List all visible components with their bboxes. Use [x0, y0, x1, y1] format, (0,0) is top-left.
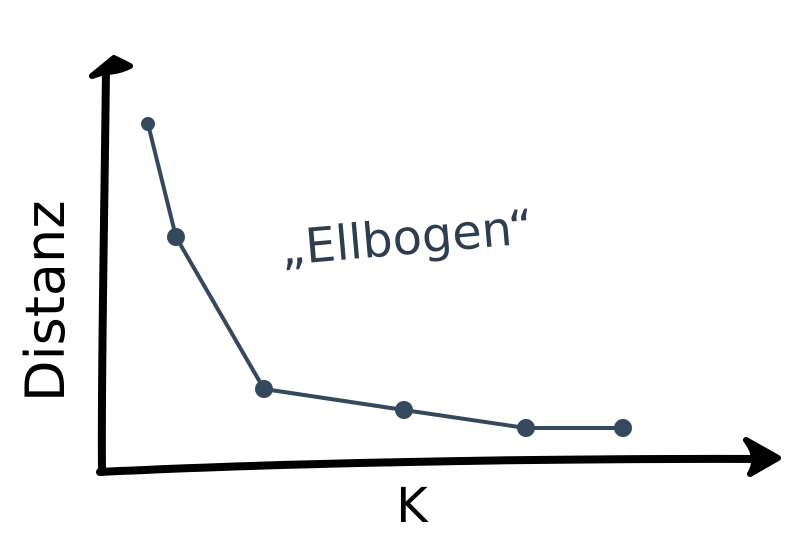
data-point	[167, 228, 185, 246]
data-point	[141, 117, 155, 131]
data-point	[255, 380, 273, 398]
y-axis-arrowhead	[89, 55, 133, 79]
y-axis-line	[97, 64, 110, 476]
data-point	[395, 401, 413, 419]
elbow-annotation: „Ellbogen“	[278, 199, 535, 277]
series-layer	[141, 117, 632, 437]
data-point	[614, 419, 632, 437]
series-line	[146, 122, 625, 430]
y-axis-label: Distanz	[14, 200, 77, 402]
x-axis-label: K	[396, 478, 429, 534]
x-axis-arrowhead	[743, 437, 781, 477]
data-point	[517, 419, 535, 437]
x-axis-line	[96, 454, 776, 476]
